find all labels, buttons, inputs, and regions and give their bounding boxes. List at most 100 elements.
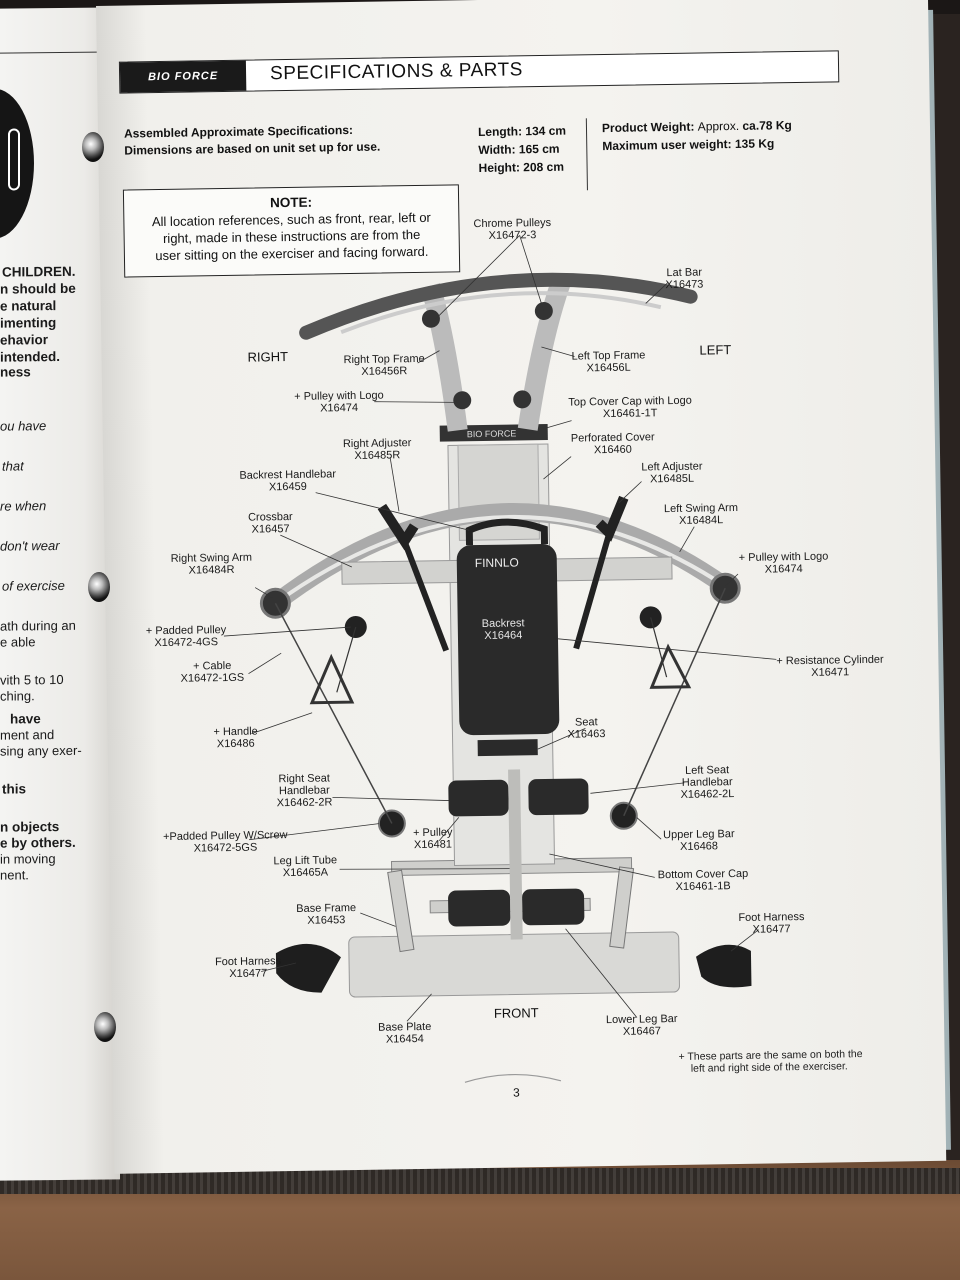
- left-text-line: e by others.: [0, 834, 76, 851]
- left-padded-pulley: [639, 606, 662, 629]
- left-text-line: intended.: [0, 349, 60, 365]
- left-handle-cable: [650, 617, 668, 678]
- manual-page: BIO FORCE SPECIFICATIONS & PARTS Assembl…: [96, 0, 947, 1174]
- left-text-line: ou have: [0, 418, 47, 434]
- left-resistance-cylinder: [573, 532, 613, 650]
- left-text-line: in moving: [0, 851, 56, 867]
- leader-lines: [223, 235, 777, 1022]
- page-number-ornament: [464, 1073, 562, 1083]
- leg-lift-tube-shape: [508, 769, 523, 940]
- left-text-line: that: [2, 458, 24, 474]
- exerciser-diagram: BIO FORCE FINNLO: [223, 235, 777, 1083]
- left-text-line: have: [10, 711, 41, 727]
- left-text-line: vith 5 to 10: [0, 671, 64, 688]
- left-text-line: CHILDREN.: [2, 263, 76, 280]
- right-handle-cable: [336, 626, 357, 693]
- swing-arm-highlight: [274, 514, 727, 605]
- page-number: 3: [513, 1085, 520, 1100]
- left-text-line: n objects: [0, 819, 60, 835]
- left-foot-harness-shape: [696, 944, 752, 988]
- left-text-line: e natural: [0, 298, 57, 314]
- left-cable: [623, 587, 726, 817]
- left-text-line: don't wear: [0, 538, 60, 554]
- left-text-line: ath during an: [0, 617, 76, 634]
- label-front: FRONT: [493, 1005, 539, 1021]
- left-text-line: re when: [0, 498, 47, 514]
- left-handle-shape: [649, 643, 692, 689]
- left-text-line: nent.: [0, 867, 29, 883]
- base-leg-left: [387, 869, 415, 953]
- binder-ring: [82, 132, 104, 162]
- warning-symbol-icon: [0, 88, 34, 240]
- right-bottom-pulley: [377, 809, 406, 838]
- left-text-line: n should be: [0, 280, 76, 297]
- right-top-frame-shape: [420, 283, 468, 432]
- top-cap-logo: BIO FORCE: [467, 428, 517, 439]
- left-text-line: ehavior: [0, 332, 49, 348]
- base-leg-right: [609, 866, 635, 949]
- pulley-logo-left: [513, 390, 532, 409]
- left-text-line: e able: [0, 634, 36, 650]
- right-cable: [274, 602, 393, 824]
- swing-arm-shape: [269, 502, 731, 611]
- left-text-line: ching.: [0, 688, 35, 704]
- label-left: LEFT: [699, 342, 732, 358]
- left-text-line: sing any exer-: [0, 742, 82, 759]
- backrest-handlebar-shape: [465, 518, 549, 546]
- right-lower-leg-pad: [448, 889, 511, 927]
- pulley-logo-right: [453, 391, 472, 410]
- left-top-frame-shape: [517, 280, 570, 431]
- seat-shape: [477, 739, 538, 757]
- left-text-line: imenting: [0, 315, 57, 331]
- chrome-pulley-right: [421, 309, 440, 328]
- lat-bar-chrome: [340, 291, 662, 335]
- left-text-line: ment and: [0, 727, 55, 743]
- left-text-line: this: [2, 781, 27, 797]
- left-lower-leg-pad: [522, 888, 585, 926]
- backrest-shape: [456, 544, 560, 736]
- binder-ring: [88, 572, 110, 602]
- left-text-line: ness: [0, 364, 31, 380]
- backrest-logo: FINNLO: [475, 555, 519, 570]
- right-resistance-cylinder: [401, 540, 449, 652]
- lat-bar-shape: [299, 272, 698, 340]
- binder-ring: [94, 1012, 116, 1042]
- left-upper-leg-pad: [528, 778, 589, 816]
- label-right: RIGHT: [247, 349, 289, 365]
- right-handle-shape: [309, 653, 355, 705]
- left-text-line: of exercise: [2, 577, 65, 594]
- right-foot-harness-shape: [275, 943, 341, 993]
